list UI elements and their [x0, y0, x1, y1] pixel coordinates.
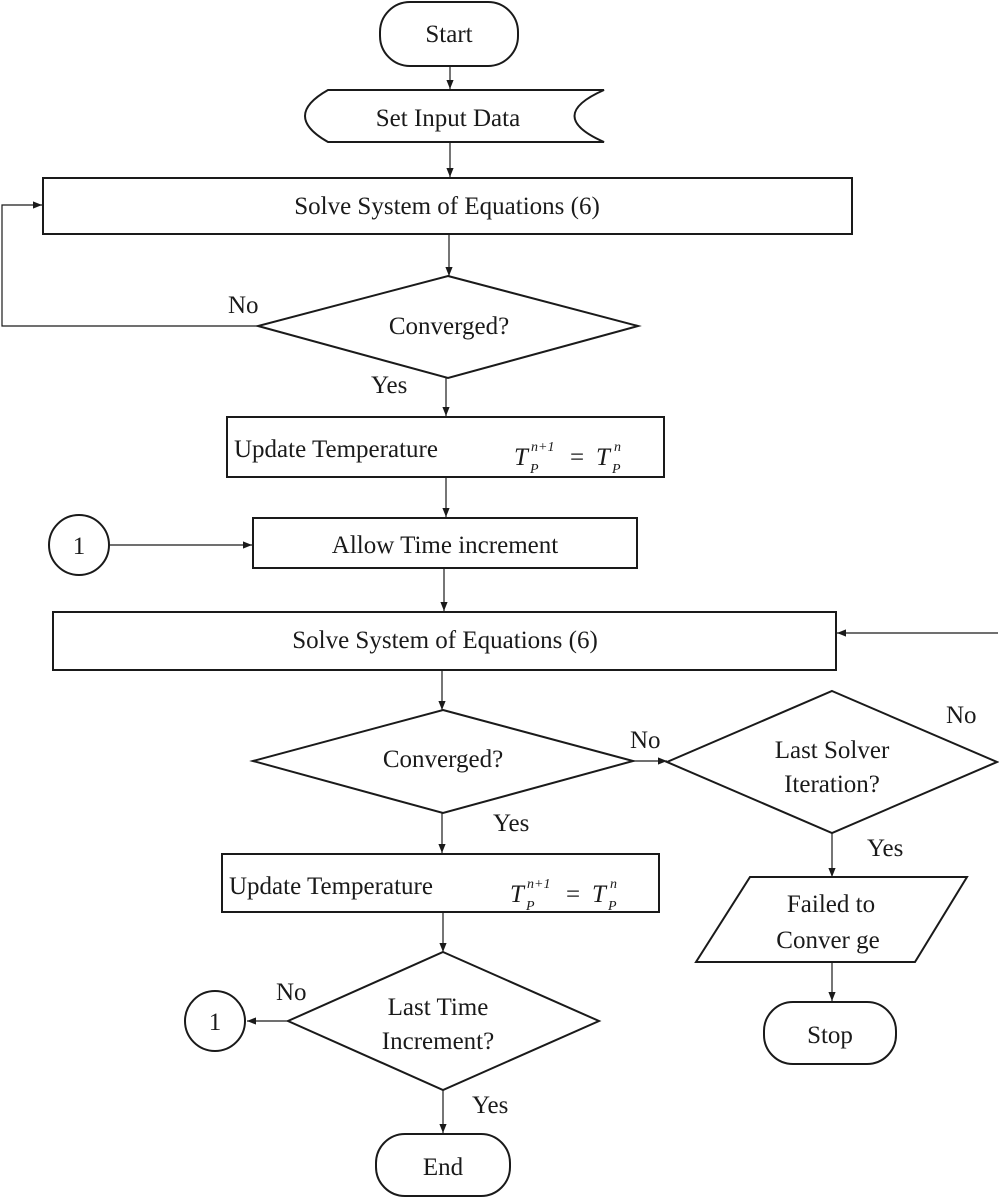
- solve-system-label-2: Solve System of Equations (6): [292, 627, 598, 654]
- eq2-sup-left: n+1: [527, 877, 550, 892]
- connector-label-in: 1: [73, 533, 86, 560]
- stop-terminal: [763, 1001, 897, 1065]
- eq1-equals: =: [570, 444, 584, 471]
- eq1-sup-left: n+1: [531, 440, 554, 455]
- connector-lines: [1, 66, 998, 1133]
- last-time-label-line2: Increment?: [382, 1028, 494, 1055]
- last-time-increment-decision: [285, 950, 602, 1092]
- failed-to-converge-line2: Conver ge: [776, 927, 879, 954]
- eq2-T-right: T: [592, 881, 608, 908]
- allow-time-increment-box: [252, 517, 638, 569]
- input-data-shape: [304, 89, 605, 143]
- label-no-converged-2: No: [630, 727, 661, 754]
- equation-2: T P n+1 = T P n: [510, 877, 617, 914]
- eq2-sub-left: P: [525, 899, 535, 914]
- label-no-last-solver: No: [946, 702, 977, 729]
- update-temperature-label-2: Update Temperature: [229, 873, 433, 900]
- connector-label-out: 1: [209, 1009, 222, 1036]
- eq1-sub-right: P: [611, 462, 621, 477]
- converged-decision-1: [254, 274, 642, 380]
- start-label: Start: [425, 21, 472, 48]
- converged-decision-2: [249, 708, 637, 815]
- eq1-sub-left: P: [529, 462, 539, 477]
- edge-conv1-no-loop: [1, 201, 258, 327]
- converged-label-1: Converged?: [389, 313, 509, 340]
- allow-time-increment-label: Allow Time increment: [332, 532, 558, 559]
- equation-1: T P n+1 = T P n: [514, 440, 621, 477]
- eq2-sub-right: P: [607, 899, 617, 914]
- last-solver-iteration-decision: [664, 689, 999, 835]
- eq1-sup-right: n: [614, 440, 621, 455]
- end-terminal: [375, 1133, 511, 1197]
- label-no-last-time: No: [276, 979, 307, 1006]
- failed-to-converge-shape: [694, 876, 969, 963]
- solve-system-label-1: Solve System of Equations (6): [294, 193, 600, 220]
- eq2-equals: =: [566, 881, 580, 908]
- update-temperature-box-1: [226, 416, 665, 478]
- label-yes-converged-1: Yes: [371, 372, 407, 399]
- eq2-T-left: T: [510, 881, 526, 908]
- connector-circle-in: [48, 514, 110, 576]
- eq2-sup-right: n: [610, 877, 617, 892]
- eq1-T-right: T: [596, 444, 612, 471]
- last-solver-label-line1: Last Solver: [775, 737, 890, 764]
- connector-circle-out: [184, 990, 246, 1052]
- solve-system-box-1: [42, 177, 853, 235]
- last-time-label-line1: Last Time: [388, 994, 489, 1021]
- label-yes-last-solver: Yes: [867, 835, 903, 862]
- label-yes-converged-2: Yes: [493, 810, 529, 837]
- failed-to-converge-line1: Failed to: [787, 891, 875, 918]
- eq1-T-left: T: [514, 444, 530, 471]
- end-label: End: [423, 1154, 464, 1181]
- stop-label: Stop: [807, 1022, 853, 1049]
- label-no-converged-1: No: [228, 292, 259, 319]
- last-solver-label-line2: Iteration?: [784, 771, 880, 798]
- label-yes-last-time: Yes: [472, 1092, 508, 1119]
- start-terminal: [379, 1, 519, 67]
- solve-system-box-2: [52, 611, 837, 671]
- update-temperature-box-2: [221, 853, 660, 913]
- update-temperature-label-1: Update Temperature: [234, 436, 438, 463]
- input-data-label: Set Input Data: [376, 105, 520, 132]
- converged-label-2: Converged?: [383, 746, 503, 773]
